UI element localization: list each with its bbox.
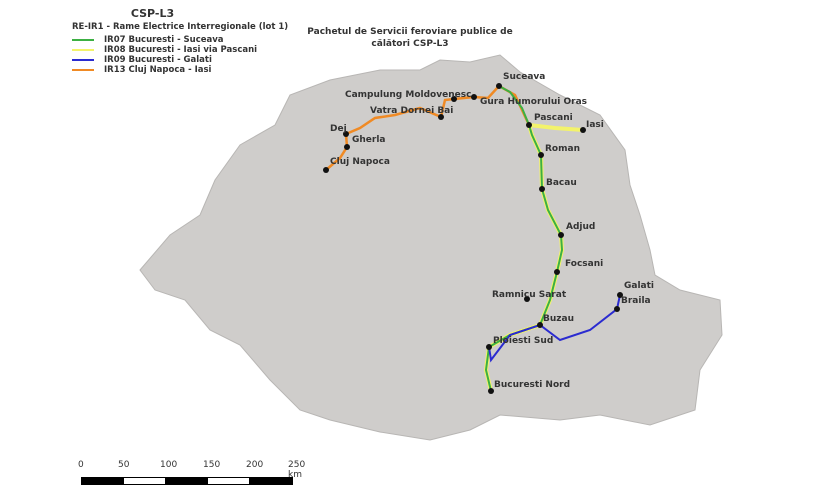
legend-item-ir09: IR09 Bucuresti - Galati [72,55,288,65]
station-marker[interactable] [343,131,349,137]
station-marker[interactable] [451,96,457,102]
station-marker[interactable] [323,167,329,173]
station-marker[interactable] [524,296,530,302]
station-marker[interactable] [486,344,492,350]
station-label: Ramnicu Sarat [492,290,567,300]
station-marker[interactable] [344,144,350,150]
station-marker[interactable] [580,127,586,133]
station-label: Pascani [534,113,573,123]
legend-title: CSP-L3 [130,7,175,20]
station-marker[interactable] [539,186,545,192]
legend: CSP-L3 RE-IR1 - Rame Electrice Interregi… [60,7,288,75]
station-marker[interactable] [488,388,494,394]
legend-label: IR09 Bucuresti - Galati [104,55,212,65]
station-label: Braila [621,296,651,306]
scale-tick: 50 [118,460,130,470]
legend-item-ir07: IR07 Bucuresti - Suceava [72,35,288,45]
station-label: Focsani [565,259,603,269]
legend-item-ir08: IR08 Bucuresti - Iasi via Pascani [72,45,288,55]
station-marker[interactable] [438,114,444,120]
station-label: Vatra Dornei Bai [370,106,453,116]
legend-label: IR07 Bucuresti - Suceava [104,35,224,45]
map-title: Pachetul de Servicii feroviare publice d… [307,27,513,49]
scale-tick: 0 [78,460,84,470]
station-label: Suceava [503,72,545,82]
station-marker[interactable] [558,232,564,238]
romania-outline [139,54,723,441]
station-label: Gura Humorului Oras [480,97,587,107]
station-marker[interactable] [614,306,620,312]
station-marker[interactable] [496,83,502,89]
station-label: Bucuresti Nord [494,380,570,390]
station-label: Dej [330,124,347,134]
legend-subtitle: RE-IR1 - Rame Electrice Interregionale (… [72,22,289,32]
legend-item-ir13: IR13 Cluj Napoca - Iasi [72,65,288,75]
station-label: Cluj Napoca [330,157,390,167]
legend-label: IR13 Cluj Napoca - Iasi [104,65,212,75]
station-marker[interactable] [526,122,532,128]
station-marker[interactable] [617,292,623,298]
legend-label: IR08 Bucuresti - Iasi via Pascani [104,45,258,55]
station-label: Campulung Moldovenesc [345,90,471,100]
station-label: Iasi [586,120,604,130]
scale-tick: 250 km [288,460,306,480]
scale-tick: 150 [203,460,221,470]
station-label: Adjud [566,222,595,232]
station-marker[interactable] [471,94,477,100]
station-marker[interactable] [537,322,543,328]
station-label: Galati [624,281,654,291]
station-marker[interactable] [538,152,544,158]
station-label: Buzau [543,314,574,324]
route-ir09 [488,294,621,363]
station-label: Roman [545,144,580,154]
station-marker[interactable] [554,269,560,275]
station-label: Gherla [352,135,386,145]
scale-tick: 100 [160,460,178,470]
station-label: Bacau [546,178,577,188]
scale-tick: 200 [246,460,264,470]
station-label: Ploiesti Sud [493,336,553,346]
